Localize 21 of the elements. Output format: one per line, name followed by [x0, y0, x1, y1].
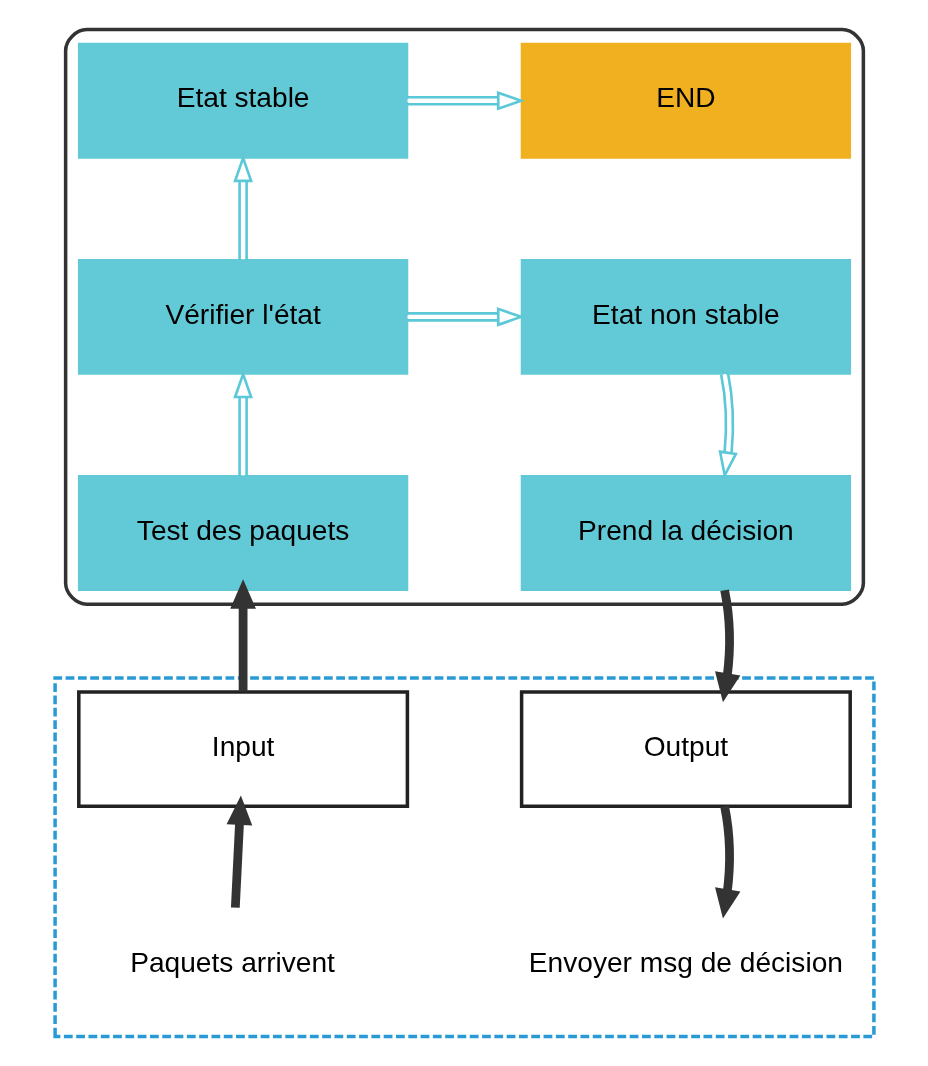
node-box: Vérifier l'état — [77, 258, 408, 375]
arrow — [714, 589, 740, 703]
node-box: Output — [519, 690, 852, 808]
arrow — [229, 579, 256, 692]
node-box: Etat stable — [77, 42, 408, 159]
arrow — [406, 307, 525, 327]
node-box: END — [520, 42, 851, 159]
cluster — [63, 27, 865, 606]
arrow — [232, 154, 253, 260]
node-text: Envoyer msg de décision — [528, 946, 843, 978]
arrow — [232, 370, 253, 476]
node-box: Test des paquets — [77, 475, 408, 591]
node-box: Input — [76, 690, 409, 808]
node-text: Paquets arrivent — [129, 946, 335, 978]
node-box: Prend la décision — [520, 475, 851, 591]
node-box: Etat non stable — [520, 258, 851, 375]
arrow — [406, 90, 525, 111]
cluster — [52, 676, 876, 1039]
arrow — [717, 373, 738, 480]
arrow — [226, 795, 252, 908]
arrow — [714, 805, 740, 919]
